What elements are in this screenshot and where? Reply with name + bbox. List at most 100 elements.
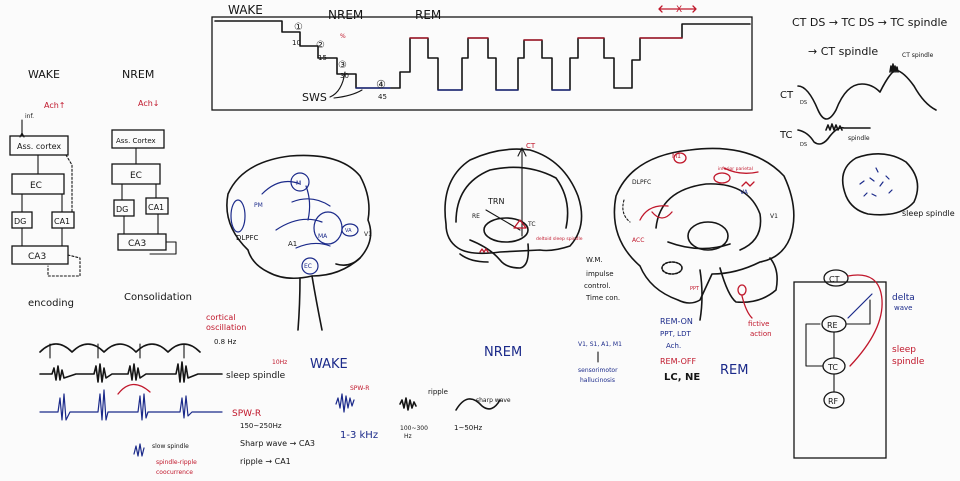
- sleep-label: sleep: [892, 345, 916, 355]
- wm-note-1: W.M.: [586, 256, 603, 264]
- spw-r-label: SPW-R: [232, 409, 261, 419]
- dlpfc-blob: [230, 199, 246, 233]
- cortical-oscillation-wave: [39, 343, 201, 353]
- sharp-wave-trace: [455, 398, 501, 411]
- stage-2: ②: [316, 40, 325, 51]
- wake-flow-arrows: [19, 119, 63, 247]
- brain-wake-outline: [226, 154, 372, 280]
- pons-blob: [661, 261, 683, 275]
- ripple-freq-1: 100~300: [400, 425, 428, 432]
- tc-spindle-burst: [825, 123, 843, 131]
- sleep-spindle-trace: [39, 361, 223, 383]
- sws-label: SWS: [302, 91, 327, 104]
- circuit-red-loop: [847, 274, 883, 367]
- brain-nrem-stem: [459, 239, 530, 269]
- wake-box-ec-label: EC: [30, 181, 42, 191]
- wake-box-ca3-label: CA3: [28, 252, 46, 262]
- delta-spindle-note: deltoid sleep spindle: [536, 236, 583, 242]
- wm-note-3: control.: [584, 282, 611, 290]
- ma-label: MA: [318, 233, 328, 240]
- wake-box-cortex: [9, 135, 69, 156]
- tc-label: TC: [527, 221, 536, 228]
- nrem-ach: Ach↓: [138, 99, 160, 108]
- thalamus-shape: [483, 217, 529, 243]
- hypnogram-frame: [211, 16, 753, 111]
- rem-on-ppt: PPT, LDT: [660, 330, 691, 338]
- cortical-label-1: cortical: [206, 313, 235, 322]
- nrem-flow-arrows: [121, 147, 177, 255]
- time-15: 15: [318, 54, 327, 62]
- hypnogram-nrem-label: NREM: [328, 8, 363, 22]
- action-label: action: [750, 330, 772, 338]
- wake-box-ca1-label: CA1: [54, 217, 70, 226]
- nrem-flow: NREM Ach↓ Ass. Cortex EC DG CA1 CA3 Cons…: [111, 68, 192, 303]
- stage-4: ④: [376, 78, 386, 91]
- sharp-wave-freq: 1~50Hz: [454, 424, 482, 432]
- nrem-caption: Consolidation: [124, 292, 192, 303]
- brain-rem-stem: [699, 257, 778, 321]
- wake-flow-title: WAKE: [28, 68, 60, 81]
- time-arrow: [658, 5, 697, 13]
- brain-rem: M1 DLPFC inferior parietal VA V1 ACC PPT…: [584, 147, 795, 338]
- nrem-box-ca3-label: CA3: [128, 239, 146, 249]
- thalamic-circuit: CT RE TC RF delta wave sleep spindle: [793, 269, 925, 459]
- wake-box-dg-label: DG: [14, 217, 26, 226]
- wm-note-4: Time con.: [585, 294, 620, 302]
- brain-nrem: CT TRN RE TC deltoid sleep spindle: [444, 142, 583, 269]
- bottom-wake-freq: 1-3 kHz: [340, 430, 378, 441]
- circuit-wires: [805, 299, 871, 393]
- wake-flow: WAKE Ach↑ inf. Ass. cortex EC DG CA1 CA3…: [9, 68, 81, 309]
- pm-label: PM: [254, 202, 263, 209]
- ct-ds-mark: DS: [800, 100, 807, 106]
- brain-rem-red-paths: [639, 167, 759, 221]
- ct-spindle-line: → CT spindle: [808, 45, 878, 58]
- brain-wake-paths: [261, 181, 331, 249]
- fictive-blob: [737, 284, 747, 296]
- ppt-label: PPT: [690, 286, 700, 292]
- rem-note-2: sensorimotor: [578, 367, 618, 374]
- bottom-sections: WAKE SPW-R 1-3 kHz NREM ripple 100~300 H…: [310, 317, 748, 441]
- nrem-box-ca1: [145, 197, 169, 215]
- rem-note-3: hallucinosis: [580, 377, 615, 384]
- hypnogram-rem-label: REM: [415, 8, 441, 22]
- cortical-label-2: oscillation: [206, 323, 246, 332]
- rem-thalamus: [687, 221, 729, 251]
- wake-box-ca1: [51, 211, 75, 229]
- spindle-freq: 10Hz: [272, 359, 287, 366]
- thalamocortical-notes: CT DS → TC DS → TC spindle → CT spindle …: [779, 16, 948, 148]
- sharp-wave-ca3: Sharp wave → CA3: [240, 439, 315, 448]
- oscillations: cortical oscillation 0.8 Hz sleep spindl…: [39, 313, 315, 476]
- m-label: M: [296, 180, 301, 187]
- hypnogram-trace: [214, 20, 751, 91]
- fictive-arrow: [741, 295, 753, 319]
- brain-wake: PM M DLPFC A1 EC V1 VA MA: [226, 154, 372, 331]
- tc-trace-label: TC: [779, 130, 793, 141]
- m1-label: M1: [672, 153, 681, 160]
- ct-ds-line: CT DS → TC DS → TC spindle: [792, 16, 948, 29]
- nrem-box-cortex: [111, 129, 165, 149]
- cortical-arrows: [49, 343, 185, 359]
- rem-off-lc: LC, NE: [664, 372, 700, 383]
- bottom-nrem-title: NREM: [484, 345, 522, 360]
- parietal-label: inferior parietal: [718, 166, 753, 172]
- slow-spindle-label: slow spindle: [152, 443, 189, 450]
- circuit-blue-arrow: [847, 293, 873, 319]
- rem-on-ach: Ach.: [666, 342, 681, 350]
- wake-box-cortex-label: Ass. cortex: [17, 142, 61, 151]
- circuit-node-ct: [823, 269, 849, 287]
- rem-dlpfc-label: DLPFC: [632, 179, 651, 186]
- ec-region: [301, 257, 319, 275]
- ec-label: EC: [304, 263, 312, 270]
- coupling-label-2: coocurrence: [156, 469, 193, 476]
- trn-label: TRN: [487, 197, 504, 206]
- nrem-flow-title: NREM: [122, 68, 154, 81]
- ct-trace: [797, 69, 937, 120]
- rem-off-label: REM-OFF: [660, 357, 697, 366]
- ripple-trace: [399, 397, 417, 411]
- circuit-ct-label: CT: [829, 275, 840, 284]
- ct-spindle-note: CT spindle: [902, 52, 934, 59]
- ripple-ca1: ripple → CA1: [240, 457, 291, 466]
- brain-nrem-outline: [444, 148, 583, 255]
- cortical-freq: 0.8 Hz: [214, 338, 237, 346]
